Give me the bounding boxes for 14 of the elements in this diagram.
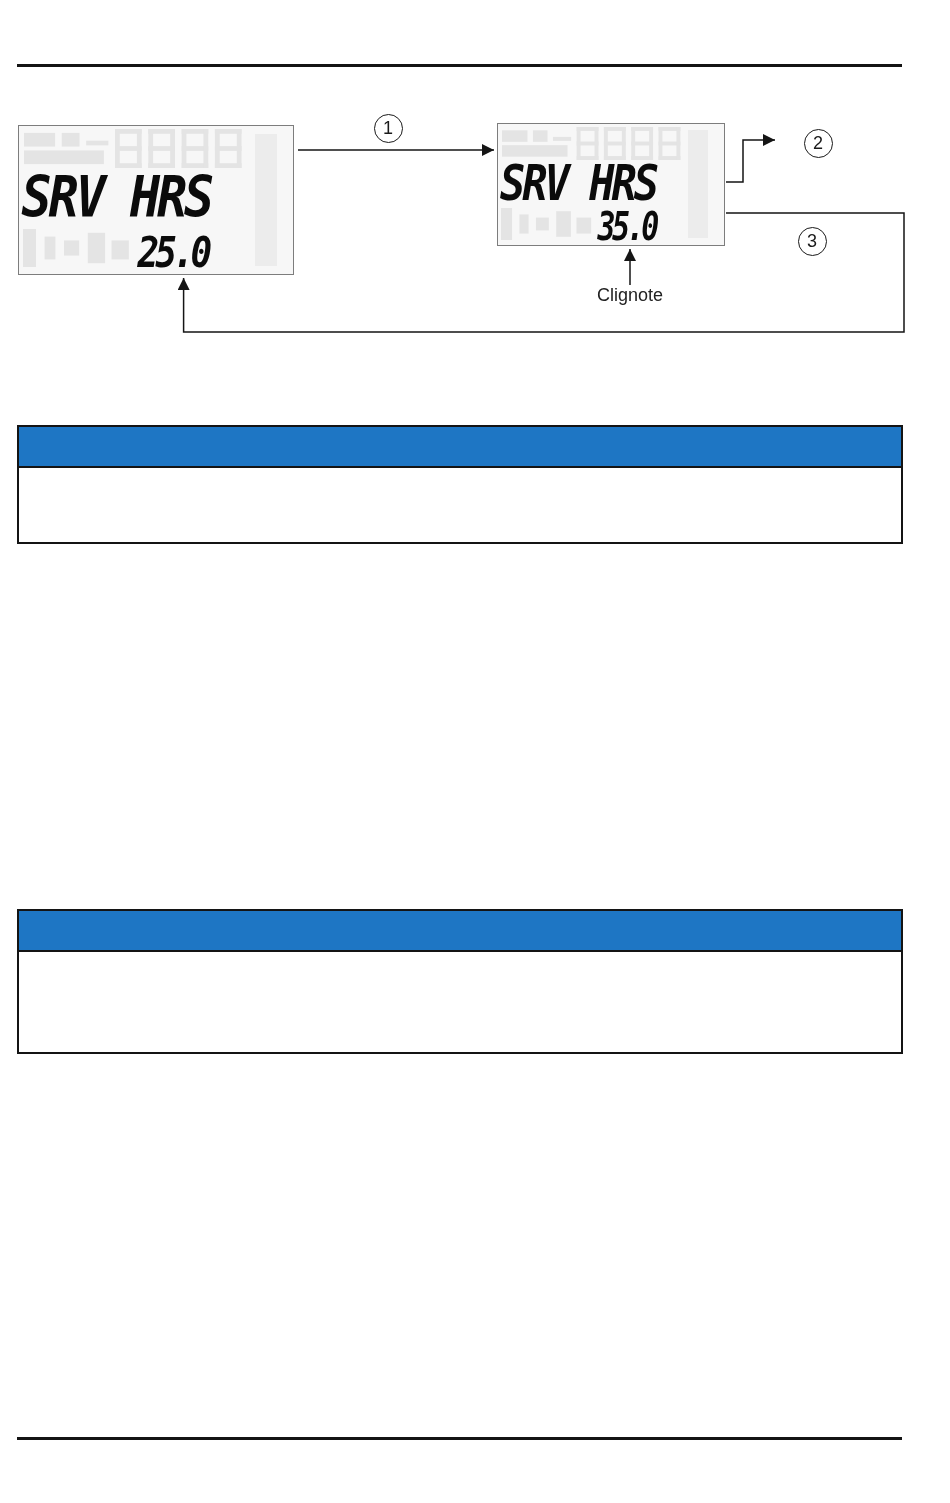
step-number: 1 bbox=[373, 113, 403, 143]
arrow bbox=[297, 144, 495, 156]
lcd-label-text: SRV HRS bbox=[500, 162, 656, 205]
leader-arrow bbox=[624, 248, 636, 286]
step-number: 3 bbox=[797, 226, 827, 256]
lcd-label-text: SRV HRS bbox=[21, 174, 212, 222]
lcd-value-text: 35.0 bbox=[597, 210, 656, 244]
step-number: 2 bbox=[803, 128, 833, 158]
bent-arrow bbox=[725, 134, 776, 183]
lcd-display bbox=[497, 123, 725, 246]
annotation-label: Clignote bbox=[585, 285, 675, 307]
return-arrow bbox=[177, 212, 905, 333]
lcd-display bbox=[18, 125, 294, 275]
lcd-value-text: 25.0 bbox=[137, 235, 209, 272]
